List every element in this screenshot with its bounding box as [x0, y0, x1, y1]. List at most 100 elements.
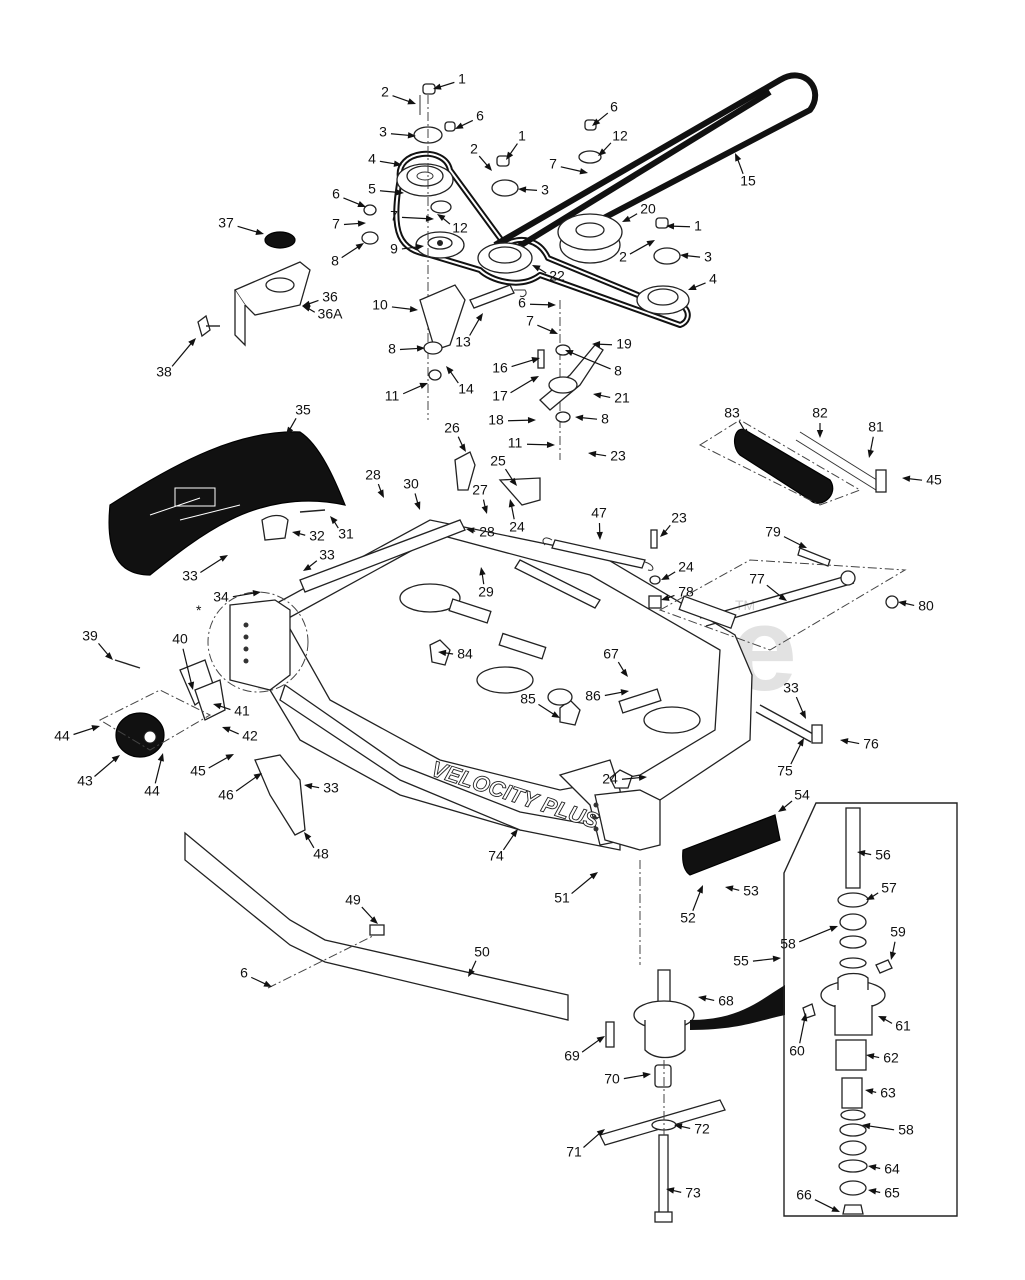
- callout-78[interactable]: 78: [661, 584, 694, 601]
- callout-59[interactable]: 59: [889, 924, 906, 960]
- callout-number[interactable]: 80: [918, 598, 934, 614]
- callout-69[interactable]: 69: [564, 1036, 605, 1064]
- callout-number[interactable]: 63: [880, 1085, 896, 1101]
- callout-13[interactable]: 13: [455, 313, 483, 350]
- callout-number[interactable]: 57: [881, 880, 897, 896]
- callout-number[interactable]: 25: [490, 453, 506, 469]
- callout-number[interactable]: 26: [444, 420, 460, 436]
- callout-24[interactable]: 24: [661, 559, 694, 580]
- callout-28[interactable]: 28: [365, 467, 384, 498]
- callout-number[interactable]: 55: [733, 953, 749, 969]
- callout-number[interactable]: 36A: [318, 306, 344, 322]
- callout-number[interactable]: 8: [601, 411, 609, 427]
- callout-number[interactable]: 6: [240, 965, 248, 981]
- callout-number[interactable]: 44: [144, 783, 160, 799]
- callout-number[interactable]: 43: [77, 773, 93, 789]
- callout-2[interactable]: 2: [619, 240, 655, 265]
- callout-number[interactable]: 68: [718, 993, 734, 1009]
- callout-number[interactable]: 30: [403, 476, 419, 492]
- callout-number[interactable]: 45: [926, 472, 942, 488]
- callout-63[interactable]: 63: [865, 1085, 896, 1101]
- callout-11[interactable]: 11: [385, 382, 428, 404]
- callout-number[interactable]: 70: [604, 1071, 620, 1087]
- callout-72[interactable]: 72: [674, 1121, 710, 1137]
- callout-number[interactable]: 2: [619, 249, 627, 265]
- callout-8[interactable]: 8: [331, 243, 364, 269]
- callout-number[interactable]: 7: [332, 216, 340, 232]
- callout-number[interactable]: 65: [884, 1185, 900, 1201]
- callout-68[interactable]: 68: [698, 993, 734, 1009]
- callout-number[interactable]: 60: [789, 1043, 805, 1059]
- callout-77[interactable]: 77: [749, 571, 787, 601]
- callout-30[interactable]: 30: [403, 476, 421, 510]
- callout-66[interactable]: 66: [796, 1187, 840, 1212]
- callout-64[interactable]: 64: [868, 1161, 900, 1177]
- callout-number[interactable]: 69: [564, 1048, 580, 1064]
- callout-number[interactable]: 84: [457, 646, 473, 662]
- callout-74[interactable]: 74: [488, 829, 518, 864]
- callout-14[interactable]: 14: [446, 366, 474, 397]
- callout-24[interactable]: 24: [602, 771, 647, 787]
- callout-number[interactable]: 17: [492, 388, 508, 404]
- callout-number[interactable]: 1: [518, 128, 526, 144]
- callout-45[interactable]: 45: [190, 754, 234, 779]
- callout-53[interactable]: 53: [725, 883, 759, 899]
- callout-number[interactable]: 23: [671, 510, 687, 526]
- callout-85[interactable]: 85: [520, 691, 560, 718]
- callout-number[interactable]: 29: [478, 584, 494, 600]
- callout-55[interactable]: 55: [733, 953, 781, 969]
- callout-number[interactable]: 47: [591, 505, 607, 521]
- callout-number[interactable]: 6: [610, 99, 618, 115]
- callout-32[interactable]: 32: [292, 528, 325, 544]
- callout-38[interactable]: 38: [156, 338, 196, 380]
- callout-62[interactable]: 62: [866, 1050, 899, 1066]
- callout-6[interactable]: 6: [240, 965, 272, 987]
- callout-26[interactable]: 26: [444, 420, 466, 452]
- callout-number[interactable]: 72: [694, 1121, 710, 1137]
- callout-46[interactable]: 46: [218, 773, 262, 803]
- callout-number[interactable]: 35: [295, 402, 311, 418]
- callout-number[interactable]: 11: [508, 435, 523, 451]
- callout-number[interactable]: 3: [541, 182, 549, 198]
- callout-50[interactable]: 50: [468, 944, 490, 977]
- callout-15[interactable]: 15: [735, 153, 756, 189]
- callout-number[interactable]: 73: [685, 1185, 701, 1201]
- callout-1[interactable]: 1: [666, 218, 702, 234]
- callout-44[interactable]: 44: [144, 753, 164, 799]
- callout-number[interactable]: 28: [479, 524, 495, 540]
- callout-number[interactable]: 76: [863, 736, 879, 752]
- callout-39[interactable]: 39: [82, 628, 113, 660]
- callout-79[interactable]: 79: [765, 524, 807, 548]
- callout-81[interactable]: 81: [867, 419, 884, 458]
- callout-number[interactable]: 20: [640, 201, 656, 217]
- callout-number[interactable]: 8: [388, 341, 396, 357]
- callout-number[interactable]: 53: [743, 883, 759, 899]
- callout-34[interactable]: 34: [213, 589, 261, 605]
- callout-number[interactable]: 42: [242, 728, 258, 744]
- callout-24[interactable]: 24: [508, 499, 525, 535]
- callout-number[interactable]: 37: [218, 215, 234, 231]
- callout-76[interactable]: 76: [840, 736, 879, 752]
- callout-number[interactable]: 31: [338, 526, 354, 542]
- callout-33[interactable]: 33: [182, 555, 228, 584]
- callout-number[interactable]: 28: [365, 467, 381, 483]
- callout-number[interactable]: 2: [381, 84, 389, 100]
- callout-number[interactable]: 34: [213, 589, 229, 605]
- callout-number[interactable]: 61: [895, 1018, 911, 1034]
- callout-number[interactable]: 45: [190, 763, 206, 779]
- callout-71[interactable]: 71: [566, 1129, 605, 1160]
- callout-number[interactable]: 64: [884, 1161, 900, 1177]
- callout-84[interactable]: 84: [438, 646, 473, 662]
- callout-8[interactable]: 8: [388, 341, 425, 357]
- callout-19[interactable]: 19: [592, 336, 632, 352]
- callout-9[interactable]: 9: [390, 241, 424, 257]
- callout-23[interactable]: 23: [660, 510, 687, 537]
- callout-4[interactable]: 4: [368, 151, 402, 167]
- callout-8[interactable]: 8: [565, 350, 622, 379]
- callout-number[interactable]: 7: [390, 208, 398, 224]
- callout-18[interactable]: 18: [488, 412, 536, 428]
- callout-number[interactable]: 74: [488, 848, 504, 864]
- callout-number[interactable]: 22: [549, 268, 565, 284]
- callout-12[interactable]: 12: [598, 128, 628, 156]
- callout-45[interactable]: 45: [902, 472, 942, 488]
